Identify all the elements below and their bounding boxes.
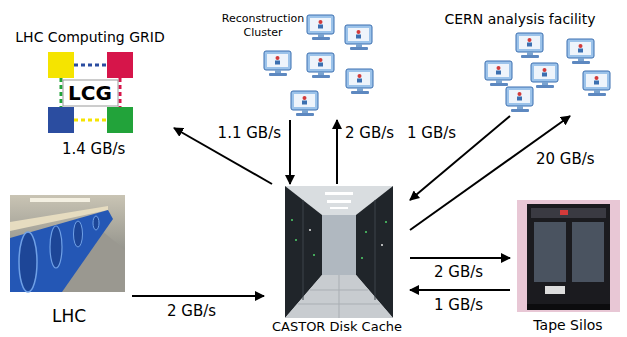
illustration-part xyxy=(298,304,380,305)
illustration-part xyxy=(313,254,315,256)
rate-label: 1 GB/s xyxy=(432,296,485,314)
illustration-part xyxy=(119,78,122,107)
lhc-photo xyxy=(10,195,125,292)
node-label: CERN analysis facility xyxy=(416,10,624,28)
illustration-part xyxy=(310,290,368,291)
illustration-part xyxy=(527,304,610,310)
illustration-part xyxy=(345,25,372,50)
castor-photo xyxy=(285,186,393,318)
rate-label: 1.4 GB/s xyxy=(60,140,127,158)
illustration-part xyxy=(307,53,334,78)
illustration-part xyxy=(295,239,297,241)
data-rate-arrow xyxy=(410,289,510,291)
grid-node: LHC Computing GRID LCG xyxy=(6,28,174,136)
node-label: CASTOR Disk Cache xyxy=(264,319,410,335)
illustration-part xyxy=(107,52,133,78)
node-label: Tape Silos xyxy=(510,317,626,334)
illustration-part xyxy=(264,51,291,76)
node-label: LHC Computing GRID xyxy=(6,28,174,46)
data-rate-arrow xyxy=(289,120,291,184)
illustration-part xyxy=(285,275,393,318)
analysis-computers xyxy=(485,33,610,112)
accelerator-node: LHC xyxy=(6,193,132,333)
illustration-part xyxy=(307,15,334,40)
illustration-part xyxy=(10,195,125,292)
illustration-part xyxy=(325,192,353,195)
rate-label: 2 GB/s xyxy=(343,124,396,142)
illustration-part xyxy=(361,257,363,259)
rate-label: 1 GB/s xyxy=(405,124,458,142)
data-rate-arrow xyxy=(410,257,510,259)
illustration-part xyxy=(572,222,604,282)
illustration-part xyxy=(375,200,376,300)
illustration-part xyxy=(19,232,37,292)
illustration-part xyxy=(74,64,107,67)
illustration-part xyxy=(560,210,568,215)
illustration-part xyxy=(517,200,620,312)
illustration-part xyxy=(531,208,606,218)
tape-silo-photo xyxy=(517,200,620,312)
illustration-part xyxy=(583,71,610,96)
illustration-part xyxy=(291,219,293,221)
illustration-part xyxy=(527,204,610,310)
illustration-part xyxy=(74,221,83,247)
illustration-part xyxy=(516,33,543,58)
rate-label: 2 GB/s xyxy=(165,302,218,320)
illustration-part xyxy=(291,91,318,116)
rate-label: 2 GB/s xyxy=(432,263,485,281)
facility-node: CERN analysis facility xyxy=(416,8,624,116)
illustration-part xyxy=(346,69,373,94)
illustration-part xyxy=(506,87,533,112)
data-rate-arrow xyxy=(132,295,264,297)
illustration-part xyxy=(48,107,74,133)
illustration-part xyxy=(365,231,367,233)
illustration-part xyxy=(531,63,558,88)
illustration-part xyxy=(339,275,340,318)
data-rate-arrow xyxy=(336,120,338,184)
illustration-part xyxy=(485,61,512,86)
cluster-node: Reconstruction Cluster xyxy=(218,8,375,120)
tape-node: Tape Silos xyxy=(510,198,626,337)
illustration-part xyxy=(545,286,565,294)
illustration-part xyxy=(381,244,383,246)
illustration-part xyxy=(330,207,348,209)
illustration-part xyxy=(327,200,351,203)
logo-text: LCG xyxy=(6,81,174,105)
disk-cache-node: CASTOR Disk Cache xyxy=(264,184,410,337)
illustration-part xyxy=(48,52,74,78)
illustration-part xyxy=(10,210,113,292)
illustration-part xyxy=(567,39,594,64)
rate-label: 20 GB/s xyxy=(534,150,597,168)
illustration-part xyxy=(303,200,304,300)
illustration-part xyxy=(322,215,356,275)
illustration-part xyxy=(60,78,63,107)
illustration-part xyxy=(285,186,393,318)
rate-label: 1.1 GB/s xyxy=(216,124,283,142)
illustration-part xyxy=(93,216,99,230)
node-label: LHC xyxy=(6,306,132,326)
node-label: Reconstruction Cluster xyxy=(218,12,308,40)
illustration-part xyxy=(385,221,387,223)
illustration-part xyxy=(50,226,62,268)
illustration-part xyxy=(30,198,90,202)
illustration-part xyxy=(74,119,107,122)
illustration-part xyxy=(309,229,311,231)
illustration-part xyxy=(107,107,133,133)
illustration-part xyxy=(534,222,566,282)
